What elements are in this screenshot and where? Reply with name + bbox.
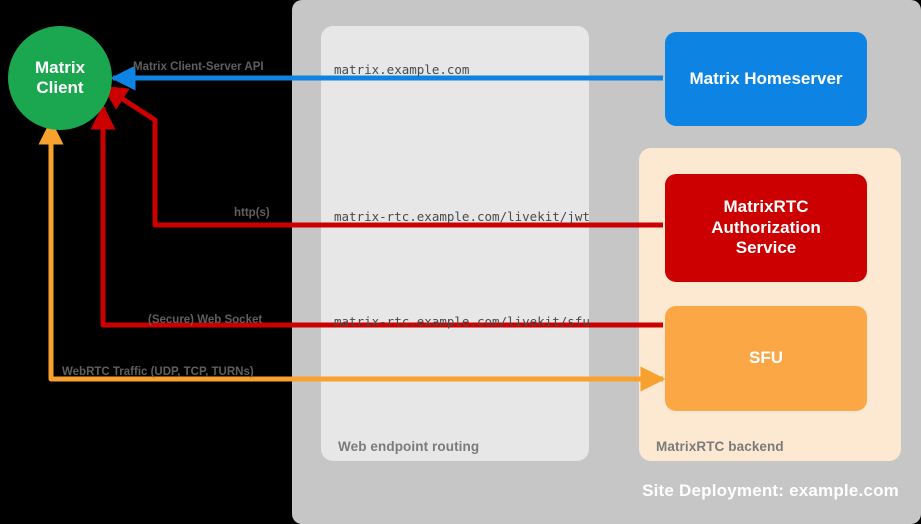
matrix-client-label-line2: Client: [36, 78, 84, 97]
matrix-client-label-line1: Matrix: [34, 57, 86, 77]
route-label-matrix-example-com: matrix.example.com: [334, 62, 470, 77]
edge-label-client-server-api: Matrix Client-Server API: [133, 61, 264, 73]
matrix-homeserver-label: Matrix Homeserver: [689, 68, 843, 88]
web-endpoint-routing-label: Web endpoint routing: [338, 439, 480, 454]
route-label-livekit-sfu: matrix-rtc.example.com/livekit/sfu: [334, 314, 590, 329]
auth-service-label-line3: Service: [735, 238, 797, 258]
auth-service-label-line1: MatrixRTC: [723, 197, 809, 217]
matrixrtc-backend-label: MatrixRTC backend: [656, 439, 784, 454]
edge-label-webrtc-traffic: WebRTC Traffic (UDP, TCP, TURNs): [62, 366, 254, 378]
route-label-livekit-jwt: matrix-rtc.example.com/livekit/jwt: [334, 209, 590, 224]
node-sfu[interactable]: SFU: [665, 306, 867, 411]
node-matrix-client[interactable]: Matrix Client: [8, 26, 112, 130]
site-deployment-label: Site Deployment: example.com: [642, 481, 899, 500]
node-matrixrtc-authorization-service[interactable]: MatrixRTC Authorization Service: [665, 174, 867, 282]
sfu-label: SFU: [749, 348, 783, 368]
auth-service-label-line2: Authorization: [711, 217, 821, 237]
edge-label-https: http(s): [234, 207, 270, 219]
web-endpoint-routing-panel: [321, 26, 589, 461]
edge-label-web-socket: (Secure) Web Socket: [148, 314, 263, 326]
node-matrix-homeserver[interactable]: Matrix Homeserver: [665, 32, 867, 126]
